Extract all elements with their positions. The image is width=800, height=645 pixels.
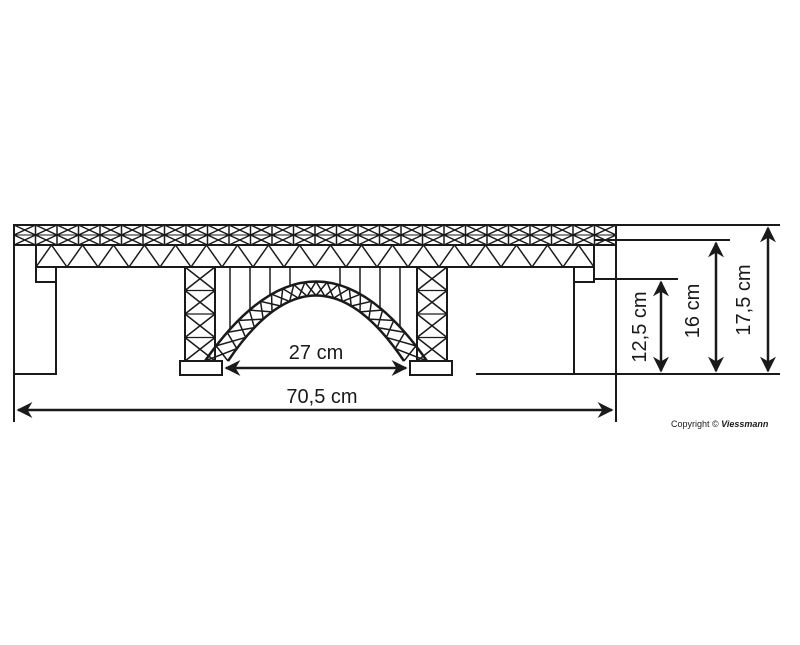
truss-member — [281, 289, 283, 306]
arch-span-label: 27 cm — [289, 342, 343, 364]
truss-member — [67, 245, 83, 267]
height-total-label: 17,5 cm — [733, 264, 755, 335]
brand-logo: Viessmann — [721, 419, 768, 429]
truss-member — [261, 301, 264, 319]
copyright-notice: Copyright © Viessmann — [671, 419, 768, 429]
truss-member — [486, 245, 502, 267]
truss-member — [377, 245, 393, 267]
truss-member — [160, 245, 176, 267]
arch-span-dimension: 27 cm — [226, 342, 406, 368]
truss-member — [300, 245, 316, 267]
truss-member — [369, 319, 394, 320]
truss-member — [360, 310, 383, 312]
truss-member — [253, 245, 269, 267]
truss-member — [393, 245, 409, 267]
copyright-prefix: Copyright © — [671, 419, 721, 429]
truss-member — [249, 310, 272, 312]
truss-member — [145, 245, 161, 267]
truss-member — [222, 245, 238, 267]
height-arch-label: 12,5 cm — [629, 291, 651, 362]
truss-member — [36, 245, 52, 267]
truss-member — [439, 245, 455, 267]
truss-member — [362, 245, 378, 267]
truss-member — [369, 301, 372, 319]
truss-member — [331, 245, 347, 267]
truss-member — [424, 245, 440, 267]
truss-member — [272, 294, 290, 301]
girder-truss — [36, 245, 594, 267]
truss-member — [191, 245, 207, 267]
truss-member — [342, 294, 360, 301]
truss-member — [563, 245, 579, 267]
deck-truss — [14, 225, 616, 245]
truss-member — [83, 245, 99, 267]
truss-member — [114, 245, 130, 267]
truss-member — [501, 245, 517, 267]
truss-member — [238, 245, 254, 267]
truss-member — [548, 245, 564, 267]
truss-member — [315, 245, 331, 267]
truss-member — [351, 301, 371, 306]
deck-bearings — [36, 267, 594, 282]
truss-member — [455, 245, 471, 267]
truss-member — [579, 245, 595, 267]
truss-member — [470, 245, 486, 267]
total-length-label: 70,5 cm — [286, 386, 357, 408]
truss-member — [52, 245, 68, 267]
truss-member — [129, 245, 145, 267]
truss-member — [346, 245, 362, 267]
truss-member — [238, 319, 263, 320]
truss-member — [176, 245, 192, 267]
truss-member — [98, 245, 114, 267]
height-deck-label: 16 cm — [682, 284, 704, 338]
truss-member — [408, 245, 424, 267]
truss-member — [207, 245, 223, 267]
truss-member — [532, 245, 548, 267]
total-length-dimension: 70,5 cm — [14, 225, 616, 422]
truss-member — [269, 245, 285, 267]
truss-member — [261, 301, 281, 306]
truss-member — [517, 245, 533, 267]
truss-member — [284, 245, 300, 267]
